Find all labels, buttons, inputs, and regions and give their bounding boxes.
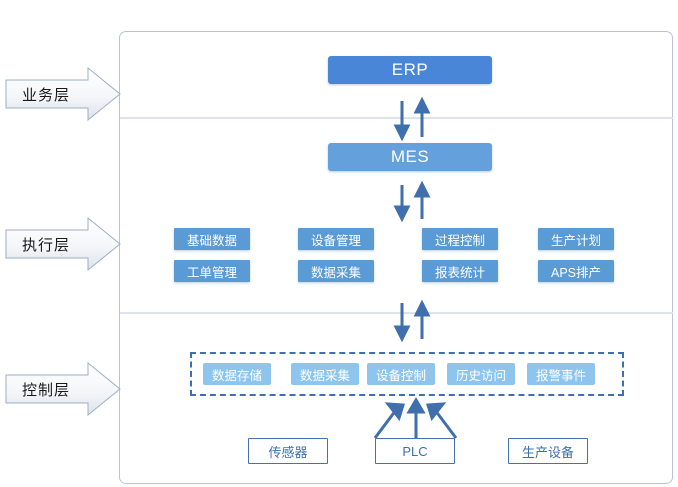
bidirectional-arrow-erp-mes-icon — [393, 96, 431, 142]
module-guochengkongzhi[interactable]: 过程控制 — [422, 228, 498, 250]
module-shengchanjihua[interactable]: 生产计划 — [538, 228, 614, 250]
layer-label-execution: 执行层 — [4, 216, 122, 272]
arrow-shape-icon — [5, 361, 121, 417]
layer-label-business-text: 业务层 — [21, 86, 70, 104]
bidirectional-arrow-execution-control-icon — [393, 299, 431, 343]
node-mes[interactable]: MES — [328, 143, 492, 171]
node-erp[interactable]: ERP — [328, 56, 492, 84]
layer-label-control: 控制层 — [4, 361, 122, 417]
device-production-equipment[interactable]: 生产设备 — [508, 438, 588, 464]
module-baobiaotongji[interactable]: 报表统计 — [422, 260, 498, 282]
top-caption: · ·· · ·· · ·· ·· · — [392, 0, 477, 9]
module-shujucaiji[interactable]: 数据采集 — [298, 260, 374, 282]
layer-label-business: 业务层 — [4, 66, 122, 122]
control-func-baojingshijian[interactable]: 报警事件 — [527, 363, 595, 385]
arrow-shape-icon — [5, 66, 121, 122]
layer-label-control-text: 控制层 — [21, 381, 70, 399]
control-func-lishifangwen[interactable]: 历史访问 — [447, 363, 515, 385]
module-aps-paichan[interactable]: APS排产 — [538, 260, 614, 282]
control-func-shebeikongzhi[interactable]: 设备控制 — [367, 363, 435, 385]
module-jichushuju[interactable]: 基础数据 — [174, 228, 250, 250]
arrow-shape-icon — [5, 216, 121, 272]
control-functions-group — [190, 352, 624, 396]
bidirectional-arrow-mes-modules-icon — [393, 180, 431, 223]
control-func-shujucunchu[interactable]: 数据存储 — [203, 363, 271, 385]
module-shebeiguanli[interactable]: 设备管理 — [298, 228, 374, 250]
layer-label-execution-text: 执行层 — [21, 236, 70, 254]
layer-divider-execution-control — [120, 312, 673, 314]
control-func-shujucaiji[interactable]: 数据采集 — [291, 363, 359, 385]
device-plc[interactable]: PLC — [375, 438, 455, 464]
module-gongdanguanli[interactable]: 工单管理 — [174, 260, 250, 282]
device-uplink-arrows-icon — [373, 397, 458, 439]
device-sensor[interactable]: 传感器 — [248, 438, 328, 464]
layer-divider-business-execution — [120, 117, 673, 119]
